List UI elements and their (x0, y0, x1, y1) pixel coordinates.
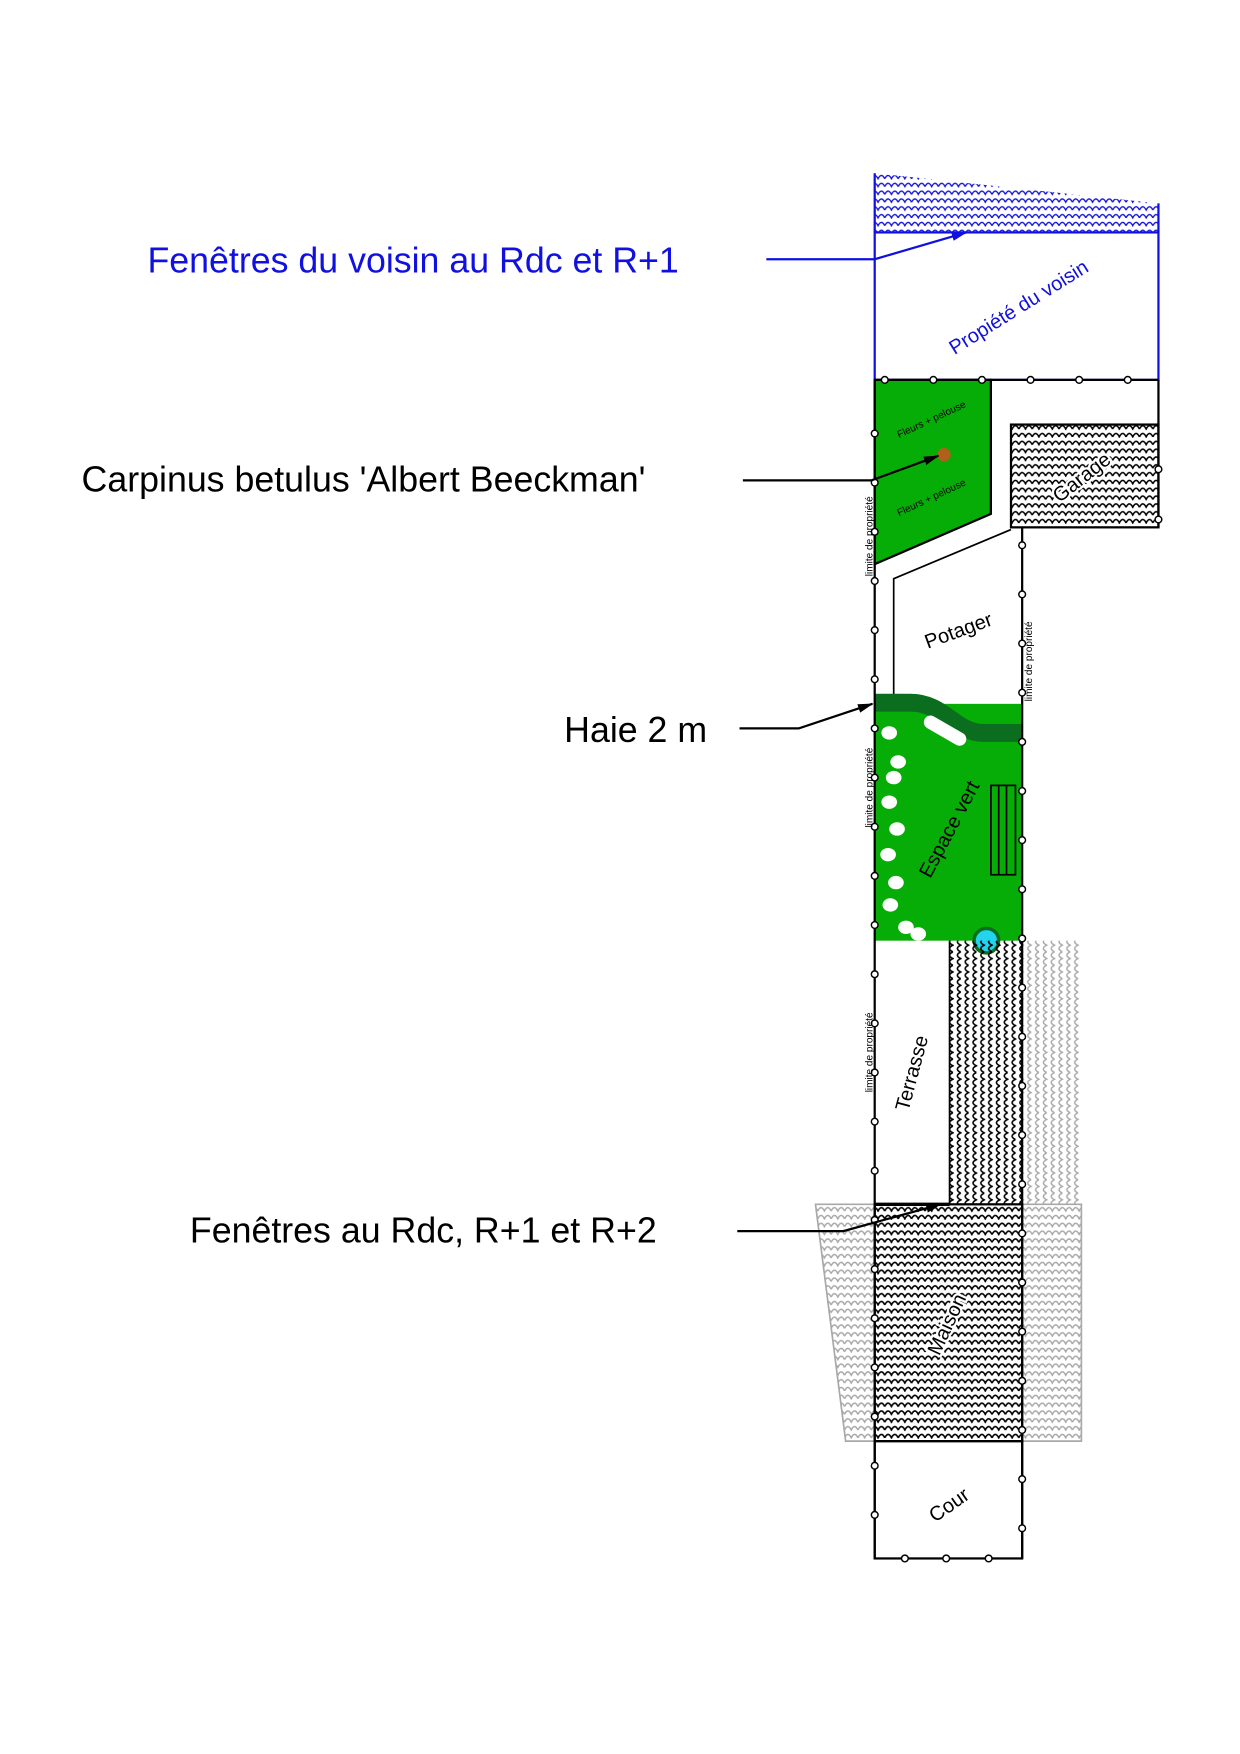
hedge (874, 693, 1023, 742)
tree-leader (742, 454, 940, 482)
house-windows-annotation: Fenêtres au Rdc, R+1 et R+2 (190, 1210, 657, 1250)
garage-building (1009, 423, 1160, 529)
neighbor-building-hatch (874, 173, 1159, 233)
terrace-wall-hatch (949, 940, 1023, 1205)
boundary-post (880, 375, 889, 384)
terrace-gray-hatch (1022, 940, 1082, 1205)
boundary-post (929, 375, 938, 384)
boundary-posts (870, 375, 1163, 1563)
boundary-post (1018, 1376, 1027, 1385)
boundary-label-3: limite de propriété (864, 747, 875, 827)
boundary-post (870, 1166, 879, 1175)
boundary-post (900, 1554, 909, 1563)
boundary-post (977, 375, 987, 384)
path-border (892, 528, 1012, 695)
boundary-post (870, 429, 879, 438)
boundary-post (1018, 590, 1027, 599)
boundary-label-2: limite de propriété (1024, 621, 1035, 701)
boundary-post (1018, 639, 1027, 648)
stepping-stones (880, 715, 967, 941)
boundary-post (870, 773, 879, 782)
boundary-post (870, 675, 879, 684)
boundary-post (1018, 885, 1027, 894)
tree-annotation: Carpinus betulus 'Albert Beeckman' (82, 460, 646, 500)
boundary-post (1018, 786, 1027, 796)
boundary-label-1: limite de propriété (864, 496, 875, 576)
hedge-annotation: Haie 2 m (564, 710, 707, 750)
boundary-post (1018, 836, 1027, 845)
boundary-post (870, 1412, 879, 1421)
boundary-post (870, 527, 879, 536)
boundary-post (870, 920, 879, 930)
boundary-post (1018, 934, 1027, 943)
boundary-post (870, 1019, 879, 1028)
boundary-post (1018, 1475, 1027, 1484)
boundary-post (1018, 1130, 1027, 1140)
boundary-post (1018, 1180, 1027, 1189)
boundary-post (1018, 983, 1027, 992)
boundary-post (1026, 375, 1035, 384)
boundary-post (1018, 541, 1027, 550)
boundary-post (870, 871, 879, 880)
boundary-post (984, 1554, 993, 1563)
boundary-post (1154, 465, 1163, 474)
vegetable-garden-label: Potager (922, 609, 996, 654)
boundary-post (870, 1510, 879, 1519)
boundary-post (1018, 1425, 1027, 1435)
green-space-area (874, 703, 1023, 941)
boundary-post (870, 576, 879, 586)
boundary-post (1154, 515, 1163, 524)
boundary-post (1018, 1524, 1027, 1533)
boundary-post (870, 1363, 879, 1372)
boundary-post (1018, 1327, 1027, 1336)
boundary-post (1018, 1229, 1027, 1238)
boundary-post (1018, 688, 1027, 697)
neighbor-windows-leader (766, 231, 968, 261)
boundary-post (1018, 1032, 1027, 1041)
boundary-post (1123, 375, 1132, 384)
boundary-post (1018, 1081, 1027, 1090)
boundary-post (870, 822, 879, 831)
boundary-post (870, 626, 879, 635)
tree-icon (937, 448, 951, 462)
boundary-post (870, 724, 879, 733)
bench-icon (990, 784, 1017, 876)
boundary-post (1018, 737, 1027, 746)
neighbor-property: Propiété du voisin (873, 173, 1160, 381)
boundary-post (870, 1068, 879, 1077)
terrace-label: Terrasse (892, 1033, 933, 1113)
property-boundary (873, 378, 1160, 1559)
boundary-post (870, 1461, 879, 1470)
boundary-post (1075, 375, 1084, 384)
boundary-post (870, 970, 879, 979)
boundary-post (870, 1314, 879, 1323)
boundary-post (942, 1554, 951, 1563)
boundary-label-4: limite de propriété (864, 1012, 875, 1092)
hedge-leader (739, 702, 874, 730)
boundary-post (1018, 1278, 1027, 1287)
house-windows-leader (737, 1203, 942, 1233)
neighbor-property-label: Propiété du voisin (945, 256, 1092, 359)
boundary-post (870, 1117, 879, 1126)
neighbor-windows-annotation: Fenêtres du voisin au Rdc et R+1 (147, 241, 678, 281)
courtyard-label: Cour (925, 1484, 974, 1527)
boundary-post (870, 1265, 879, 1274)
